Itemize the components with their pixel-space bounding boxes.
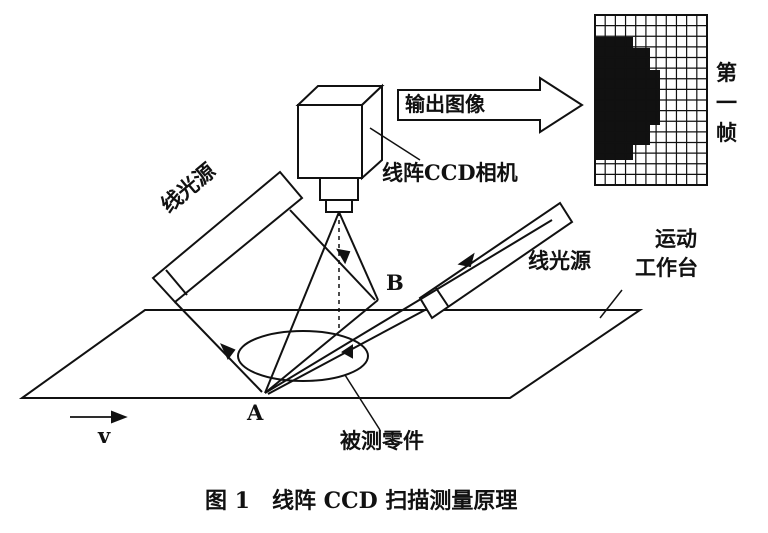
first-frame-grid	[594, 14, 708, 186]
light-source-right-label: 线光源	[528, 248, 591, 273]
table-label-1: 运动	[655, 226, 697, 251]
ccd-camera	[295, 83, 385, 213]
output-image-label: 输出图像	[405, 92, 485, 116]
frame-label-1: 第	[716, 60, 737, 85]
frame-label-2: 一	[716, 90, 737, 115]
figure-caption: 图 1 线阵 CCD 扫描测量原理	[205, 488, 518, 514]
point-a-label: A	[247, 400, 264, 425]
part-label: 被测零件	[340, 428, 424, 453]
point-b-label: B	[386, 270, 404, 295]
light-source-left	[151, 170, 304, 304]
output-arrow	[397, 76, 584, 134]
camera-label: 线阵CCD相机	[382, 160, 518, 185]
table-label-2: 工作台	[635, 255, 698, 280]
frame-label-3: 帧	[716, 120, 737, 145]
measured-part	[237, 330, 369, 382]
velocity-label: v	[98, 423, 111, 448]
